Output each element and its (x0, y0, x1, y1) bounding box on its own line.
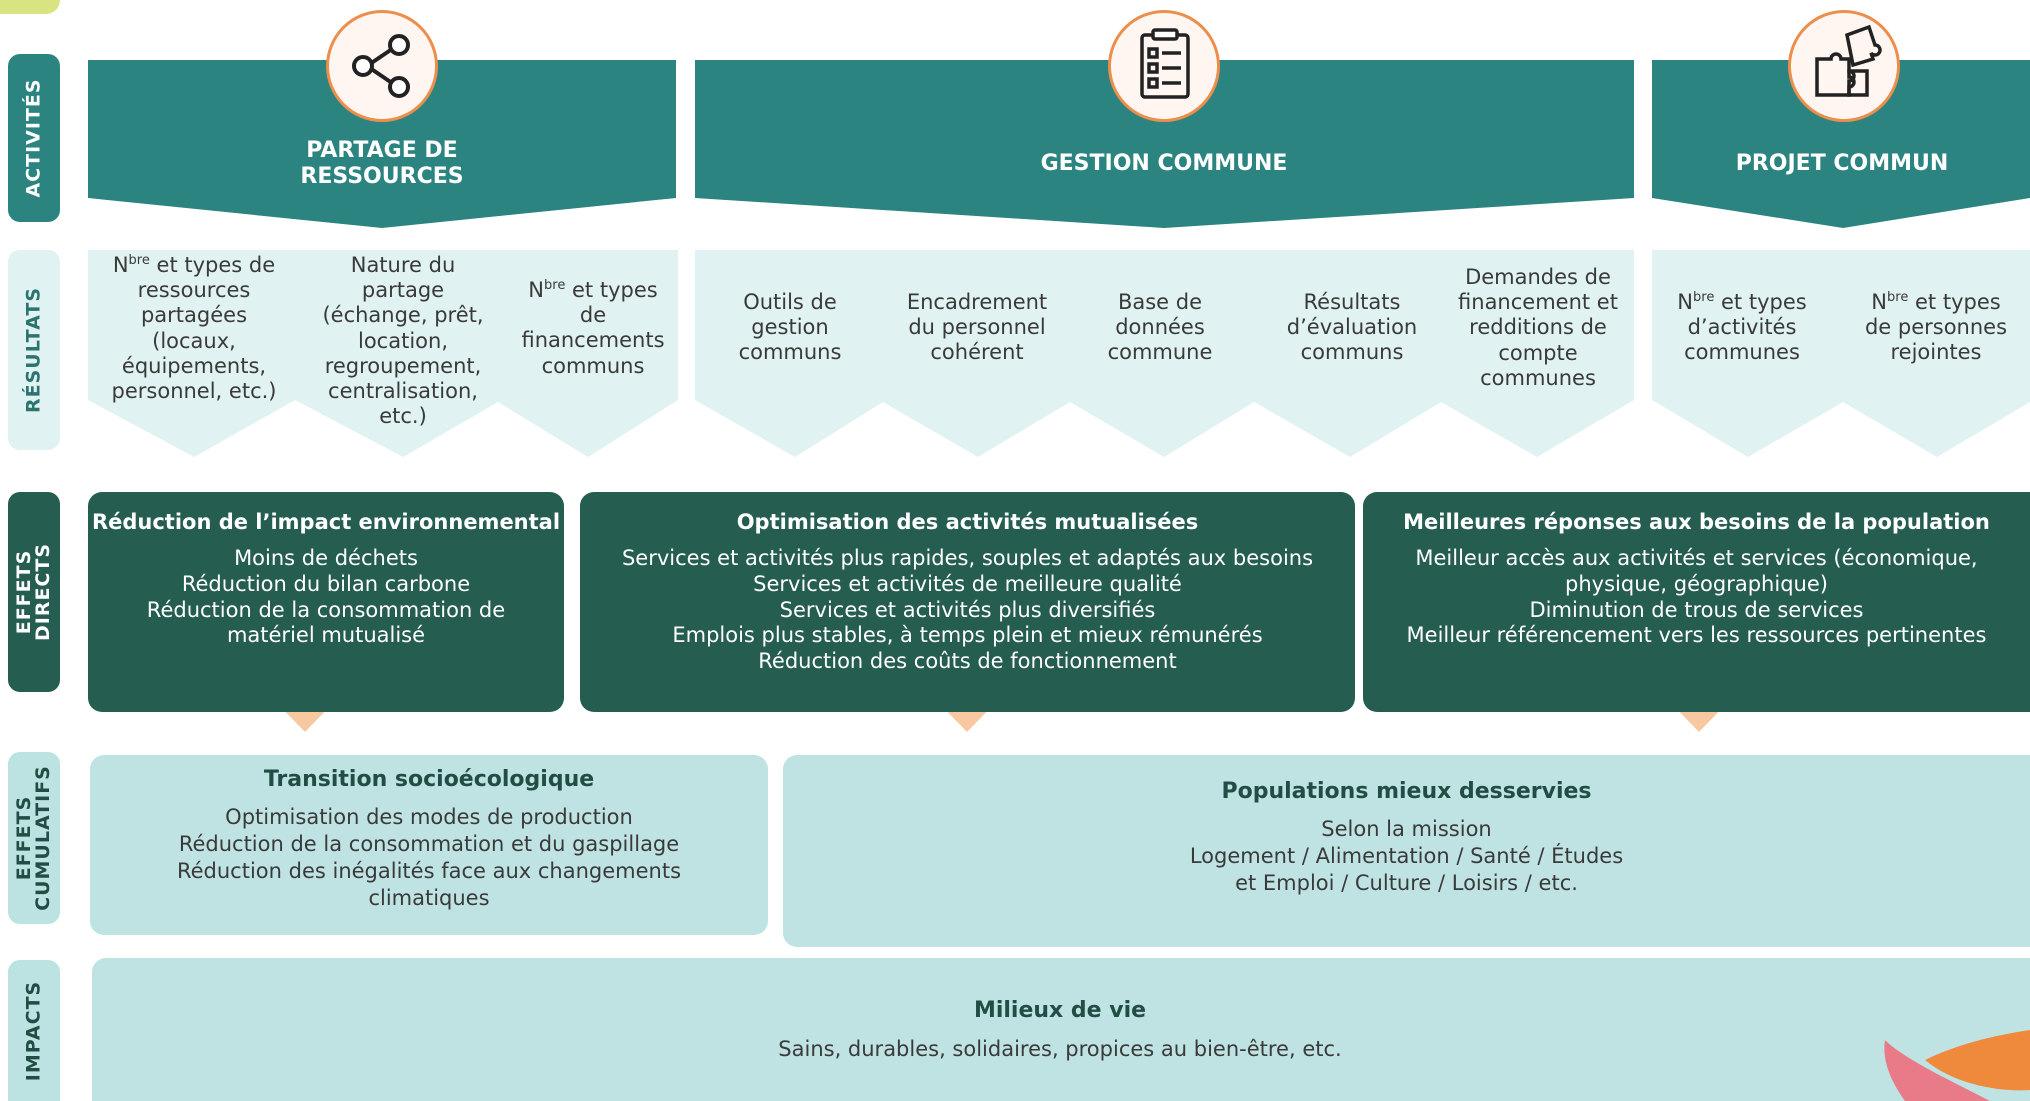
cumulative-effect-line: Selon la mission (1321, 817, 1492, 841)
cumulative-effect-line: Réduction des inégalités face aux change… (176, 858, 682, 883)
result-nombre-ressources: Nbre et types de ressources partagées (l… (96, 253, 292, 404)
impact-text: Sains, durables, solidaires, propices au… (778, 1037, 1342, 1061)
direct-effect-title: Réduction de l’impact environnemental (91, 510, 561, 534)
row-label-effets-cumulatifs: EFFETS CUMULATIFS (8, 752, 60, 924)
result-demandes-financement: Demandes de financement et redditions de… (1458, 265, 1618, 390)
result-evaluation: Résultats d’évaluation communs (1286, 290, 1418, 365)
direct-effect-title: Optimisation des activités mutualisées (736, 510, 1199, 534)
impact-band (92, 958, 2030, 1101)
result-nature-partage: Nature du partage (échange, prêt, locati… (322, 253, 484, 429)
share-icon (326, 10, 438, 122)
result-sup: bre (1887, 290, 1909, 305)
direct-effect-line: Réduction du bilan carbone (181, 571, 471, 596)
direct-effect-besoins-population: Meilleures réponses aux besoins de la po… (1363, 492, 2030, 712)
direct-effect-optimisation: Optimisation des activités mutualisées S… (580, 492, 1355, 712)
direct-effect-line: matériel mutualisé (226, 623, 426, 648)
activity-title-partage: PARTAGE DE RESSOURCES (300, 138, 464, 189)
leaf-decoration-orange (1925, 1030, 2030, 1091)
row-label-resultats: RÉSULTATS (8, 250, 60, 450)
result-text: et types d’activités communes (1684, 290, 1807, 365)
result-personnes-rejointes: Nbre et types de personnes rejointes (1848, 290, 2024, 366)
direct-effect-environnement: Réduction de l’impact environnemental Mo… (88, 492, 564, 712)
cumulative-effect-line: Optimisation des modes de production (225, 805, 633, 829)
result-text: et types de ressources partagées (locaux… (111, 253, 277, 403)
cumulative-effect-line: Logement / Alimentation / Santé / Études (1189, 843, 1624, 868)
result-outils-gestion: Outils de gestion communs (738, 290, 842, 365)
direct-effect-line: Réduction de la consommation de (146, 597, 506, 622)
direct-effect-line: Moins de déchets (234, 546, 418, 570)
result-prefix: N (1677, 290, 1694, 314)
checklist-icon (1108, 10, 1220, 122)
activity-title-gestion: GESTION COMMUNE (1040, 151, 1288, 176)
activity-banner-gestion (695, 60, 1634, 228)
cumulative-effect-line: et Emploi / Culture / Loisirs / etc. (1235, 870, 1578, 895)
corner-decoration (0, 0, 60, 14)
cumulative-effect-transition: Transition socioécologique Optimisation … (90, 755, 768, 935)
result-sup: bre (1693, 290, 1715, 305)
direct-effect-line: Services et activités plus rapides, soup… (621, 546, 1314, 570)
cumulative-effect-title: Transition socioécologique (263, 767, 595, 792)
row-label-effets-directs: EFFETS DIRECTS (8, 492, 60, 692)
direct-effect-line: Emplois plus stables, à temps plein et m… (672, 623, 1263, 648)
activity-title-projet: PROJET COMMUN (1735, 151, 1949, 176)
cumulative-effect-title: Populations mieux desservies (1221, 779, 1592, 804)
results-band-1 (88, 250, 678, 457)
result-encadrement: Encadrement du personnel cohérent (906, 290, 1048, 365)
result-activites-communes: Nbre et types d’activités communes (1662, 290, 1822, 366)
result-prefix: N (1871, 290, 1888, 314)
activity-banner-projet (1652, 60, 2030, 228)
direct-effect-line: physique, géographique) (1565, 571, 1828, 596)
result-sup: bre (128, 253, 150, 268)
direct-effect-line: Diminution de trous de services (1529, 597, 1864, 622)
cumulative-effect-populations: Populations mieux desservies Selon la mi… (783, 755, 2030, 947)
leaf-decoration-pink (1884, 1040, 1990, 1101)
row-label-activites: ACTIVITÉS (8, 54, 60, 222)
result-text: et types de financements communs (521, 278, 665, 378)
cumulative-effect-line: climatiques (368, 885, 490, 910)
results-band-3 (1652, 250, 2030, 457)
result-base-donnees: Base de données commune (1107, 290, 1213, 365)
puzzle-icon (1788, 10, 1900, 122)
direct-effect-line: Meilleur accès aux activités et services… (1415, 546, 1978, 570)
result-text: et types de personnes rejointes (1864, 290, 2008, 365)
result-financements: Nbre et types de financements communs (508, 278, 678, 379)
direct-effect-line: Services et activités plus diversifiés (779, 597, 1156, 622)
result-prefix: N (528, 278, 545, 302)
direct-effect-line: Services et activités de meilleure quali… (753, 571, 1182, 596)
cumulative-effect-line: Réduction de la consommation et du gaspi… (178, 831, 680, 856)
result-sup: bre (544, 278, 566, 293)
direct-effect-title: Meilleures réponses aux besoins de la po… (1403, 510, 1990, 534)
activity-banner-partage (88, 60, 676, 228)
direct-effect-line: Réduction des coûts de fonctionnement (758, 649, 1177, 674)
row-label-impacts: IMPACTS (8, 960, 60, 1101)
results-band-2 (695, 250, 1634, 457)
impact-title: Milieux de vie (973, 998, 1147, 1023)
direct-effect-line: Meilleur référencement vers les ressourc… (1406, 623, 1987, 648)
result-prefix: N (112, 253, 129, 277)
